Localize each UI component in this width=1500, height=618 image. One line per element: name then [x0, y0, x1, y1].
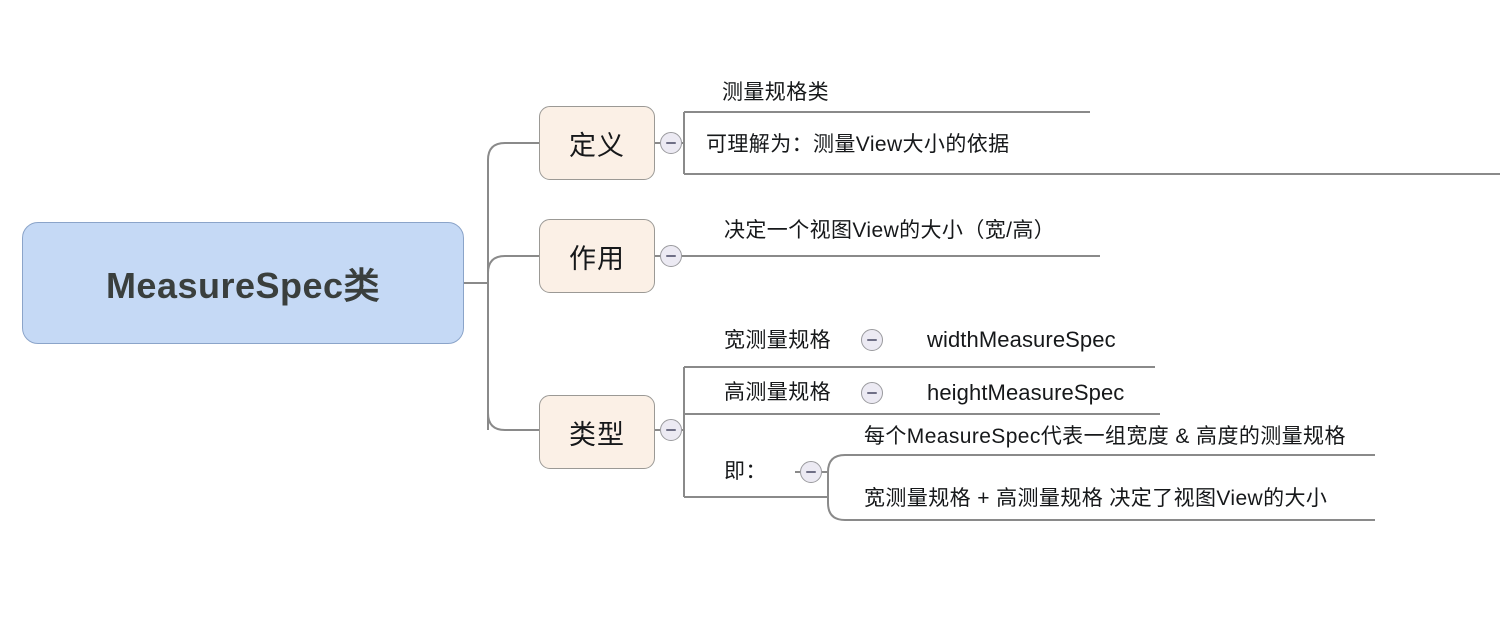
- wire-ji-bracket-up: [827, 454, 846, 473]
- branch-node-definition[interactable]: 定义: [539, 106, 655, 180]
- leaf-width-measure-spec[interactable]: widthMeasureSpec: [927, 327, 1116, 352]
- leaf-definition-child-2[interactable]: 可理解为：测量View大小的依据: [706, 133, 1010, 156]
- collapse-toggle-definition[interactable]: [660, 132, 682, 154]
- root-node-measurespec[interactable]: MeasureSpec类: [22, 222, 464, 344]
- collapse-toggle-purpose[interactable]: [660, 245, 682, 267]
- root-node-label: MeasureSpec类: [105, 265, 381, 306]
- collapse-toggle-types[interactable]: [660, 419, 682, 441]
- branch-node-types[interactable]: 类型: [539, 395, 655, 469]
- leaf-ji-child-2[interactable]: 宽测量规格 + 高测量规格 决定了视图View的大小: [864, 487, 1328, 510]
- leaf-types-child-2[interactable]: 高测量规格: [724, 381, 831, 404]
- collapse-toggle-height-spec[interactable]: [861, 382, 883, 404]
- branch-node-definition-label: 定义: [569, 130, 625, 161]
- branch-node-purpose[interactable]: 作用: [539, 219, 655, 293]
- wire-root-to-purpose: [487, 255, 539, 274]
- wire-ji-bracket: [827, 472, 846, 521]
- branch-node-types-label: 类型: [569, 419, 625, 450]
- leaf-ji-child-1[interactable]: 每个MeasureSpec代表一组宽度 & 高度的测量规格: [864, 425, 1346, 448]
- collapse-toggle-ji[interactable]: [800, 461, 822, 483]
- wire-root-to-definition: [487, 142, 539, 161]
- wire-root-to-types: [487, 412, 539, 431]
- leaf-types-child-3[interactable]: 即：: [724, 460, 767, 483]
- collapse-toggle-width-spec[interactable]: [861, 329, 883, 351]
- branch-node-purpose-label: 作用: [569, 243, 625, 274]
- leaf-types-child-1[interactable]: 宽测量规格: [724, 329, 831, 352]
- leaf-height-measure-spec[interactable]: heightMeasureSpec: [927, 380, 1125, 405]
- leaf-purpose-child-1[interactable]: 决定一个视图View的大小（宽/高）: [724, 219, 1056, 242]
- leaf-definition-child-1[interactable]: 测量规格类: [722, 81, 829, 104]
